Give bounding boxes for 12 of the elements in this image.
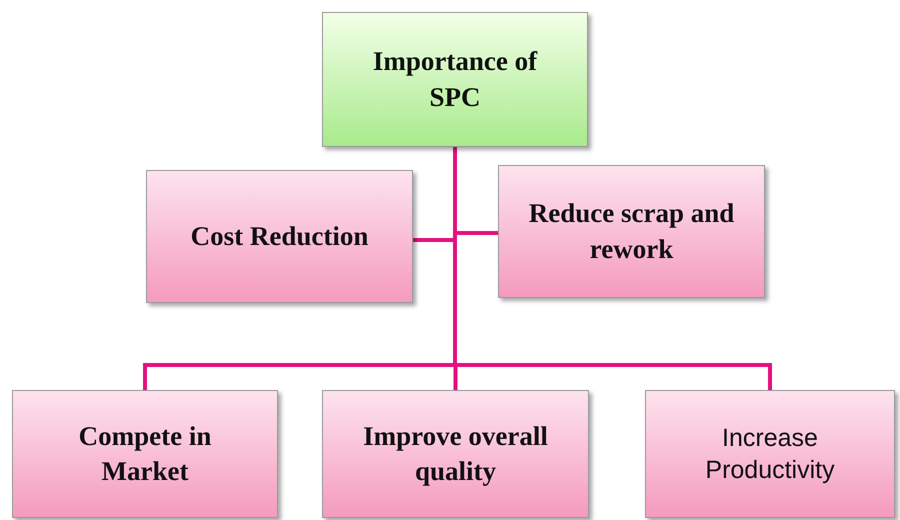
- topic-box: [12, 390, 278, 518]
- box-label: Improve overall quality: [362, 420, 549, 488]
- box-label: Increase Productivity: [704, 422, 836, 486]
- topic-box: [322, 390, 589, 518]
- title-box: [322, 12, 588, 147]
- box-label: Reduce scrap and rework: [528, 197, 736, 266]
- box-label: Compete in Market: [78, 420, 212, 488]
- box-label: Cost Reduction: [190, 220, 368, 253]
- box-label: Importance of SPC: [372, 45, 538, 114]
- topic-box: [146, 170, 413, 303]
- topic-box: [645, 390, 895, 518]
- topic-box: [498, 165, 765, 298]
